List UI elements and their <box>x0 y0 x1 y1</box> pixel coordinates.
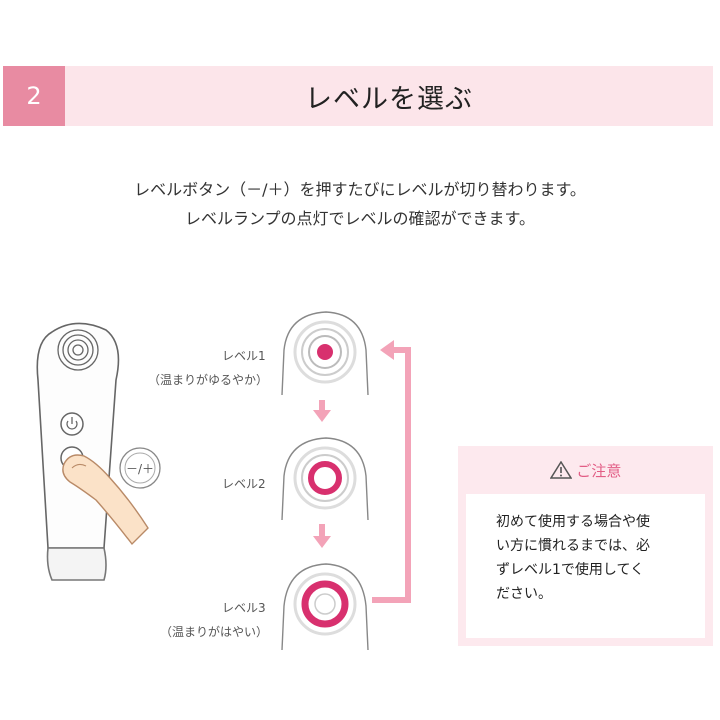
device-head-rings-icon <box>57 329 99 371</box>
level-1-head <box>281 311 369 396</box>
step-number: 2 <box>3 66 65 126</box>
level-2-lamp <box>308 461 342 495</box>
level-3-note: （温まりがはやい） <box>160 625 269 639</box>
warning-icon <box>549 460 572 479</box>
device-body <box>36 322 120 549</box>
caution-line: ずレベル1で使用してく <box>496 562 645 578</box>
level-1-note: （温まりがゆるやか） <box>148 373 269 387</box>
level-1-label: レベル1 <box>222 349 266 363</box>
finger-icon <box>62 454 149 546</box>
level-1-lamp <box>317 344 333 360</box>
return-arrow <box>372 347 411 603</box>
caution-header: ご注意 <box>458 460 713 481</box>
down-arrow-2 <box>313 524 331 548</box>
return-arrow-head <box>380 340 394 360</box>
caution-box: ご注意 初めて使用する場合や使 い方に慣れるまでは、必 ずレベル1で使用してく … <box>458 446 713 646</box>
caution-body: 初めて使用する場合や使 い方に慣れるまでは、必 ずレベル1で使用してく ださい。 <box>466 494 705 638</box>
level-2-label: レベル2 <box>222 477 266 491</box>
level-3-label: レベル3 <box>222 601 266 615</box>
caution-line: ださい。 <box>496 586 552 602</box>
level-2-head <box>281 437 369 521</box>
level-button-label: －/＋ <box>126 462 154 476</box>
level-3-lamp <box>301 580 349 628</box>
down-arrow-1 <box>313 400 331 422</box>
step-header: 2 レベルを選ぶ <box>3 66 713 126</box>
caution-line: い方に慣れるまでは、必 <box>496 538 650 554</box>
level-3-head <box>281 563 369 651</box>
description-line-2: レベルランプの点灯でレベルの確認ができます。 <box>185 209 535 228</box>
description-line-1: レベルボタン（－/＋）を押すたびにレベルが切り替わります。 <box>134 180 586 199</box>
caution-title: ご注意 <box>576 462 622 480</box>
step-title: レベルを選ぶ <box>305 83 473 115</box>
power-button-icon <box>60 412 84 436</box>
device-base <box>46 547 107 581</box>
caution-line: 初めて使用する場合や使 <box>496 514 650 530</box>
